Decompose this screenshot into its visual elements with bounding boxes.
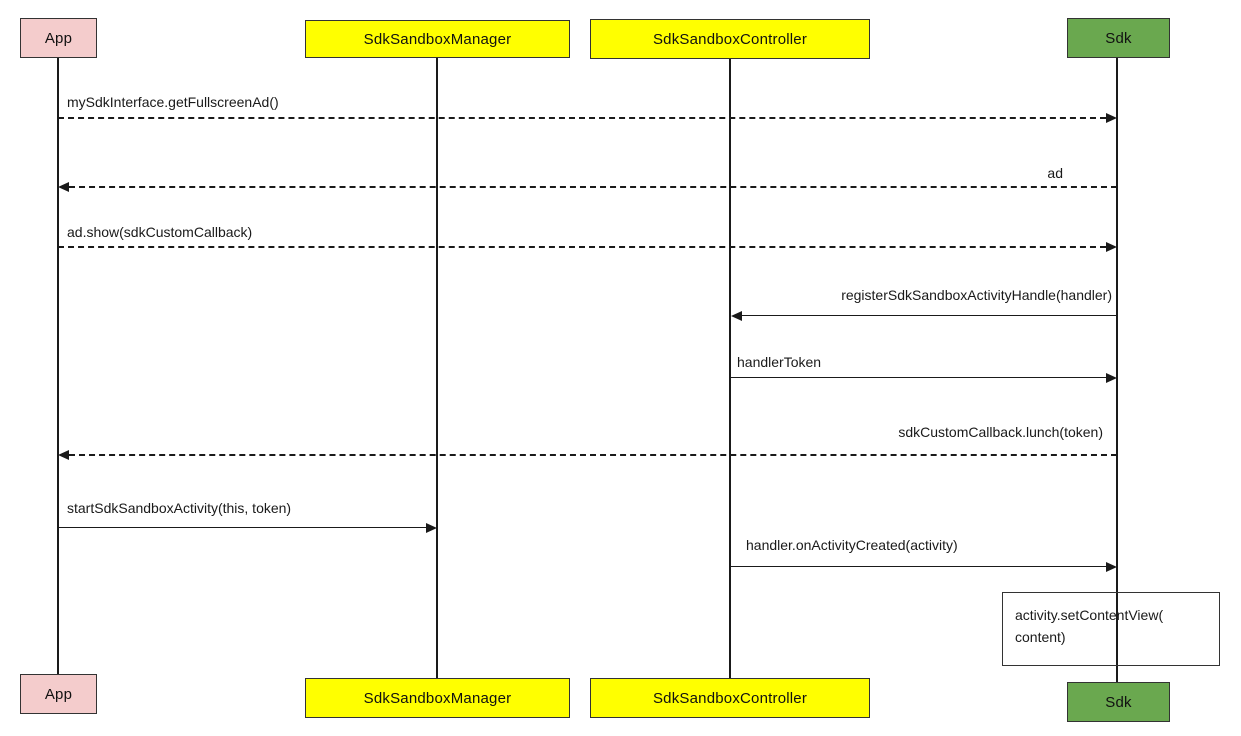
participant-app-label: App	[44, 685, 73, 703]
note-line-2: content)	[1015, 629, 1066, 645]
participant-app-bottom: App	[20, 674, 97, 714]
arrowhead-startactivity	[426, 523, 437, 533]
message-label-startactivity: startSdkSandboxActivity(this, token)	[67, 500, 292, 516]
arrowhead-ad	[58, 182, 69, 192]
participant-sdk-label: Sdk	[1105, 693, 1132, 711]
arrowhead-lunchtoken	[58, 450, 69, 460]
lifeline-app	[57, 58, 59, 674]
message-line-startactivity	[58, 527, 426, 528]
participant-sdksandboxmanager-label: SdkSandboxManager	[363, 30, 512, 48]
arrowhead-registerhandle	[731, 311, 742, 321]
lifeline-controller	[729, 59, 731, 678]
message-label-getfullscreenad: mySdkInterface.getFullscreenAd()	[67, 94, 279, 110]
participant-sdksandboxcontroller-top: SdkSandboxController	[590, 19, 870, 59]
arrowhead-getfullscreenad	[1106, 113, 1117, 123]
message-label-onactivitycreated: handler.onActivityCreated(activity)	[746, 537, 958, 553]
message-label-ad: ad	[1047, 165, 1063, 181]
message-label-lunchtoken: sdkCustomCallback.lunch(token)	[898, 424, 1103, 440]
participant-sdksandboxcontroller-bottom: SdkSandboxController	[590, 678, 870, 718]
note-line-1: activity.setContentView(	[1015, 607, 1164, 623]
note-setcontentview: activity.setContentView( content)	[1002, 592, 1220, 666]
participant-sdksandboxmanager-bottom: SdkSandboxManager	[305, 678, 570, 718]
participant-app-top: App	[20, 18, 97, 58]
message-line-handlertoken	[730, 377, 1106, 378]
participant-sdk-top: Sdk	[1067, 18, 1170, 58]
lifeline-sdk	[1116, 58, 1118, 682]
participant-sdk-bottom: Sdk	[1067, 682, 1170, 722]
message-line-lunchtoken	[69, 454, 1117, 456]
arrowhead-handlertoken	[1106, 373, 1117, 383]
message-label-registerhandle: registerSdkSandboxActivityHandle(handler…	[841, 287, 1112, 303]
participant-sdksandboxmanager-top: SdkSandboxManager	[305, 20, 570, 58]
message-line-onactivitycreated	[730, 566, 1106, 567]
message-line-ad	[69, 186, 1117, 188]
participant-app-label: App	[44, 29, 73, 47]
arrowhead-adshow	[1106, 242, 1117, 252]
participant-sdksandboxcontroller-label: SdkSandboxController	[652, 30, 808, 48]
participant-sdksandboxmanager-label: SdkSandboxManager	[363, 689, 512, 707]
participant-sdksandboxcontroller-label: SdkSandboxController	[652, 689, 808, 707]
arrowhead-onactivitycreated	[1106, 562, 1117, 572]
lifeline-manager	[436, 58, 438, 678]
message-label-adshow: ad.show(sdkCustomCallback)	[67, 224, 253, 240]
message-line-adshow	[58, 246, 1106, 248]
message-line-registerhandle	[742, 315, 1117, 316]
message-line-getfullscreenad	[58, 117, 1106, 119]
participant-sdk-label: Sdk	[1105, 29, 1132, 47]
message-label-handlertoken: handlerToken	[737, 354, 822, 370]
